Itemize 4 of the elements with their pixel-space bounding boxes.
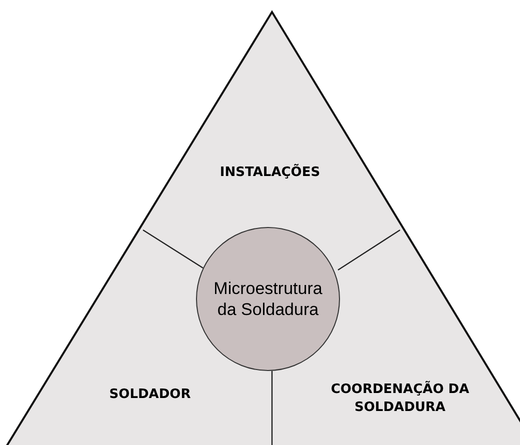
- region-label: COORDENAÇÃO DA SOLDADURA: [330, 381, 470, 417]
- circle-label: Microestrutura da Soldadura: [212, 278, 324, 320]
- region-label: SOLDADOR: [108, 386, 192, 404]
- region-label: INSTALAÇÕES: [218, 164, 322, 182]
